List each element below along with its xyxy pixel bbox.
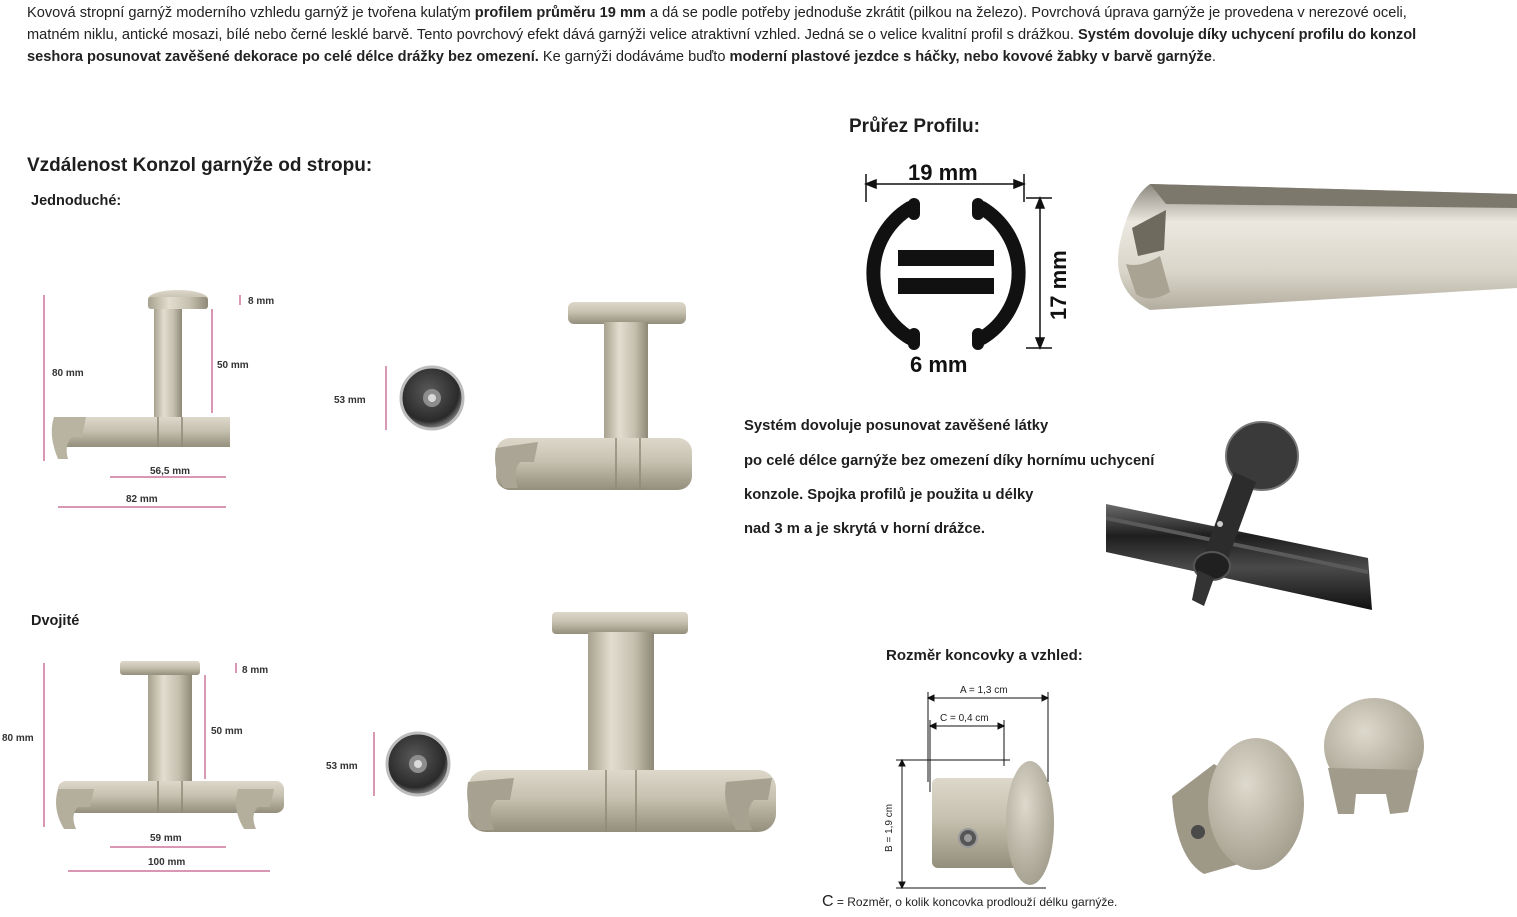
system-line-3: konzole. Spojka profilů je použita u dél… [744, 487, 1034, 503]
double-plate [120, 661, 200, 675]
single-inner-dim: 56,5 mm [150, 466, 190, 477]
black-plate [1225, 421, 1299, 491]
endcap-photos [1172, 698, 1424, 874]
double-photo-stem [588, 632, 654, 770]
endcap-c-dim: C = 0,4 cm [940, 713, 989, 724]
endcap-heading: Rozměr koncovky a vzhled: [886, 647, 1083, 664]
rail-body [1118, 184, 1517, 310]
double-photo-plate [552, 612, 688, 634]
double-plate-dim: 8 mm [242, 665, 268, 676]
endcap-photo-1-disc [1208, 738, 1304, 870]
endcap-a-dim: A = 1,3 cm [960, 685, 1008, 696]
endcap-photo-2-legs [1328, 768, 1418, 814]
endcap-disc [1006, 761, 1054, 885]
system-line-2: po celé délce garnýže bez omezení díky h… [744, 453, 1155, 469]
system-line-4: nad 3 m a je skrytá v horní drážce. [744, 521, 985, 537]
intro-paragraph: Kovová stropní garnýž moderního vzhledu … [27, 2, 1427, 68]
profile-slot-dim: 6 mm [910, 352, 967, 377]
double-inner-dim: 59 mm [150, 833, 182, 844]
single-photo-plate [568, 302, 686, 324]
single-bracket-photo [495, 302, 692, 490]
double-holder-bar [58, 781, 284, 813]
double-disc-dim: 53 mm [326, 761, 358, 772]
intro-bold-1: profilem průměru 19 mm [474, 5, 646, 21]
profile-width-dim: 19 mm [908, 160, 978, 185]
single-disc-diagram: 53 mm [334, 365, 465, 431]
intro-bold-2: Systém dovoluje díky uchycení profilu do… [27, 27, 1417, 65]
profile-heading: Průřez Profilu: [849, 116, 980, 137]
single-stem-dim: 50 mm [217, 360, 249, 371]
single-bracket-diagram: 80 mm 8 mm 50 mm 56,5 mm 82 mm [43, 290, 274, 508]
distance-heading: Vzdálenost Konzol garnýže od stropu: [27, 155, 373, 176]
profile-shape [866, 201, 1026, 345]
double-width-dim: 100 mm [148, 857, 185, 868]
endcap-body [932, 778, 1022, 868]
single-holder-bar [54, 417, 230, 447]
double-stem-dim: 50 mm [211, 726, 243, 737]
intro-text-4: . [1211, 49, 1216, 65]
profile-height-dim: 17 mm [1046, 250, 1071, 320]
rail-photo [1118, 184, 1517, 310]
double-photo-bar [468, 770, 776, 832]
single-total-dim: 80 mm [52, 368, 84, 379]
endcap-footnote: C = Rozměr, o kolik koncovka prodlouží d… [822, 893, 1117, 911]
system-description: Systém dovoluje posunovat zavěšené látky… [744, 418, 1184, 548]
single-width-dim: 82 mm [126, 494, 158, 505]
double-bracket-diagram: 80 mm 8 mm 50 mm 59 mm 100 mm [2, 661, 284, 872]
footnote-text: = Rozměr, o kolik koncovka prodlouží dél… [833, 895, 1118, 909]
single-stem [154, 309, 182, 421]
double-bracket-photo [467, 612, 776, 832]
system-line-1: Systém dovoluje posunovat zavěšené látky [744, 418, 1049, 434]
single-plate-dim: 8 mm [248, 296, 274, 307]
single-label: Jednoduché: [31, 193, 122, 209]
single-photo-bar [496, 438, 692, 490]
single-photo-stem [604, 322, 648, 442]
intro-text-1: Kovová stropní garnýž moderního vzhledu … [27, 5, 475, 21]
double-label: Dvojité [31, 613, 80, 629]
endcap-diagram: A = 1,3 cm C = 0,4 cm B = 1,9 cm [884, 685, 1054, 890]
endcap-b-dim: B = 1,9 cm [884, 804, 895, 852]
footnote-letter: C [822, 893, 834, 910]
intro-text-3: Ke garnýži dodáváme buďto [538, 49, 730, 65]
single-plate-side [148, 297, 208, 309]
intro-bold-3: moderní plastové jezdce s háčky, nebo ko… [729, 49, 1212, 65]
profile-cross-section: 19 mm 6 mm 17 mm [863, 160, 1071, 377]
double-disc-diagram: 53 mm [326, 731, 451, 797]
double-total-dim: 80 mm [2, 733, 34, 744]
single-disc-dim: 53 mm [334, 395, 366, 406]
black-rail-photo [1106, 421, 1372, 610]
single-hook [51, 417, 86, 459]
intro-text-2: a dá se podle potřeby jednoduše zkrátit … [27, 5, 1407, 43]
double-stem [148, 675, 192, 781]
